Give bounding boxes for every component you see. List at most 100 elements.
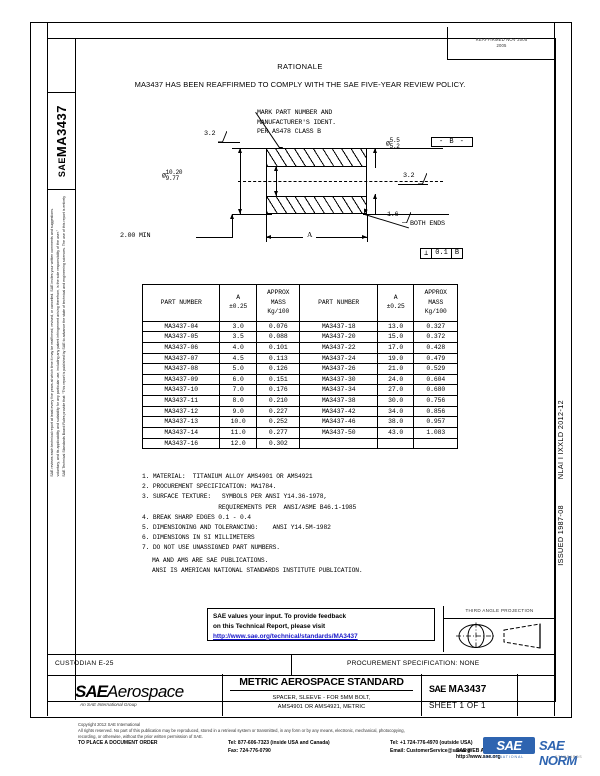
- watermark-subtitle-2: STANDARDS: [555, 755, 583, 759]
- table-cell-a_l: 9.0: [219, 405, 257, 418]
- table-cell-m_r: 0.604: [413, 373, 458, 386]
- table-cell-a_l: 6.0: [219, 373, 257, 386]
- dim-a-arrow-left: [266, 234, 271, 239]
- table-cell-a_l: 3.5: [219, 331, 257, 344]
- hole-diameter-lower: 5.2: [389, 142, 400, 150]
- legal-col-1: SAE Technical Standards Board Rules prov…: [61, 196, 66, 477]
- title-block-row-2: SAEAerospace An SAE International Group …: [47, 674, 554, 716]
- third-angle-projection-divider: [444, 618, 555, 619]
- page-footer: Copyright 2012 SAE International All rig…: [78, 722, 548, 760]
- title-block-revision-cell: [517, 674, 554, 716]
- table-cell-m_l: 0.126: [255, 363, 301, 375]
- title-block-docnumber-cell: SAE MA3437 SHEET 1 OF 1: [421, 674, 518, 716]
- part-number-table: PART NUMBER A ±0.25 APPROX MASS Kg/100 P…: [141, 284, 458, 450]
- table-cell-a_l: 3.0: [219, 320, 257, 333]
- table-cell-pn_l: MA3437-05: [141, 331, 221, 344]
- part-number-table-wrapper: PART NUMBER A ±0.25 APPROX MASS Kg/100 P…: [141, 284, 458, 450]
- table-cell-pn_l: MA3437-04: [141, 320, 221, 333]
- th-part-number-left: PART NUMBER: [141, 284, 221, 322]
- table-cell-m_l: 0.277: [255, 426, 301, 439]
- table-cell-pn_r: [299, 437, 378, 450]
- table-cell-m_r: 0.479: [413, 352, 458, 365]
- table-cell-m_l: 0.252: [255, 416, 301, 428]
- extension-line-right-top: [363, 148, 443, 149]
- table-cell-m_r: 0.529: [413, 363, 458, 375]
- document-number: SAE MA3437: [429, 684, 486, 695]
- engineering-drawing: MARK PART NUMBER AND MANUFACTURER'S IDEN…: [120, 108, 520, 259]
- surface-finish-left-leader: [218, 142, 240, 143]
- general-notes: 1. MATERIAL: TITANIUM ALLOY AMS4901 OR A…: [142, 473, 357, 552]
- table-header-row: PART NUMBER A ±0.25 APPROX MASS Kg/100 P…: [141, 284, 458, 322]
- extension-line-right-bottom: [363, 214, 449, 215]
- dim-a-extension-right: [367, 214, 368, 242]
- table-cell-a_r: 43.0: [376, 426, 415, 439]
- surface-finish-16: 1.6: [387, 211, 399, 219]
- standard-description: SPACER, SLEEVE - FOR 5MM BOLT, AMS4901 O…: [222, 694, 421, 712]
- table-cell-m_l: 0.076: [255, 320, 301, 333]
- extension-line-left-bottom: [232, 214, 272, 215]
- table-cell-a_l: 12.0: [219, 437, 257, 450]
- side-tab-doc: MA3437: [53, 104, 69, 158]
- rationale-text: MA3437 HAS BEEN REAFFIRMED TO COMPLY WIT…: [134, 80, 466, 89]
- table-cell-m_l: 0.101: [255, 342, 301, 354]
- third-angle-projection-symbol-icon: [456, 622, 541, 650]
- logo-sae-text: SAE: [75, 682, 108, 701]
- feedback-link[interactable]: http://www.sae.org/technical/standards/M…: [213, 632, 358, 640]
- min-length-leader: [196, 237, 232, 238]
- section-hatch-top: [267, 149, 366, 166]
- dim-a-label: A: [303, 230, 317, 239]
- table-cell-pn_l: MA3437-09: [141, 373, 221, 386]
- table-cell-pn_r: MA3437-46: [299, 416, 378, 428]
- title-block-title-cell: METRIC AEROSPACE STANDARD SPACER, SLEEVE…: [222, 674, 422, 716]
- bore-dimension-line: [276, 166, 277, 196]
- hole-arrow-top: [372, 148, 377, 153]
- document-number-value: MA3437: [448, 684, 487, 695]
- surface-finish-right-leader: [398, 184, 428, 185]
- table-cell-pn_r: MA3437-34: [299, 384, 378, 397]
- table-cell-m_r: 0.756: [413, 395, 458, 407]
- reaffirmed-line-2: 2005: [496, 43, 507, 48]
- datum-feature-b: - B -: [431, 137, 474, 147]
- table-cell-pn_l: MA3437-11: [141, 395, 221, 407]
- legal-col-3: SAE reviews each technical report at lea…: [50, 207, 54, 477]
- table-cell-a_r: 15.0: [376, 331, 415, 344]
- od-arrow-bottom: [237, 209, 242, 214]
- table-cell-m_r: 0.372: [413, 331, 458, 344]
- footer-web-url: http://www.sae.org: [456, 754, 501, 760]
- extension-line-left-top: [232, 148, 272, 149]
- surface-finish-32-right: 3.2: [403, 172, 415, 180]
- fcf-perpendicularity-icon: ⟂: [421, 249, 433, 258]
- rationale-heading: RATIONALE: [277, 62, 323, 71]
- table-cell-m_r: 0.327: [413, 320, 458, 333]
- bore-line-bottom: [266, 196, 367, 197]
- center-line: [238, 181, 443, 182]
- revision-line-1: NLAI I IXXLD 2012-12: [556, 400, 565, 480]
- standard-title-rule: [230, 690, 413, 691]
- footer-tel-usa: Tel: 877-606-7323 (inside USA and Canada…: [228, 740, 330, 746]
- surface-finish-vee-right-icon: [418, 173, 427, 184]
- th-mass-right-l2: MASS: [428, 298, 444, 306]
- table-cell-a_r: 17.0: [376, 342, 415, 354]
- right-rail: [554, 22, 571, 716]
- table-cell-a_r: 21.0: [376, 363, 415, 375]
- title-block-logo-cell: SAEAerospace An SAE International Group: [47, 674, 223, 716]
- table-cell-a_l: 8.0: [219, 395, 257, 407]
- table-cell-pn_l: MA3437-08: [141, 363, 221, 375]
- th-part-number-right: PART NUMBER: [299, 284, 378, 322]
- third-angle-projection-title: THIRD ANGLE PROJECTION: [465, 608, 534, 613]
- table-cell-a_l: 7.0: [219, 384, 257, 397]
- standard-description-line-1: SPACER, SLEEVE - FOR 5MM BOLT,: [272, 695, 371, 701]
- bore-arrow-bottom: [273, 191, 278, 196]
- table-cell-m_l: 0.302: [255, 437, 301, 450]
- th-a-right-tol: ±0.25: [386, 303, 405, 311]
- legal-col-2: voluntary, and its applicability and sui…: [55, 230, 60, 477]
- hole-arrow-bottom: [372, 194, 377, 199]
